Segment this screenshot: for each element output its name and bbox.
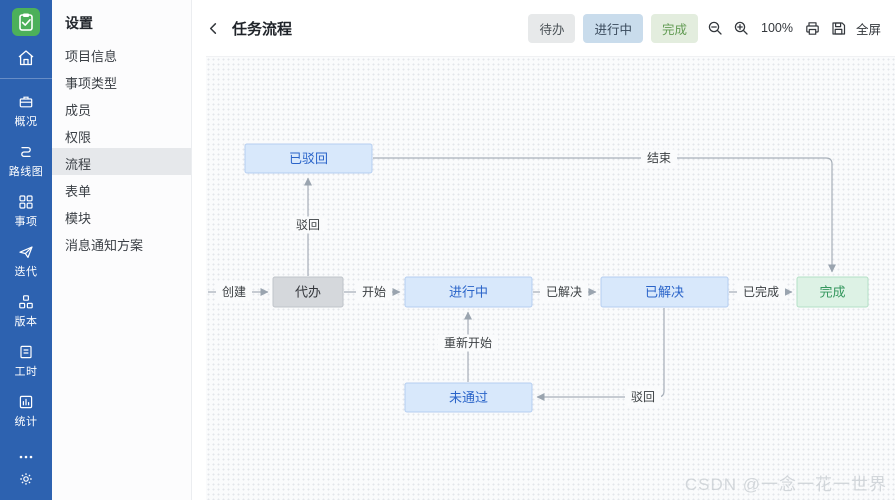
- sidebar-item-label: 统计: [14, 416, 38, 428]
- sidebar-item-label: 概况: [14, 116, 38, 128]
- menu-item-workflow[interactable]: 流程: [52, 148, 191, 175]
- hours-icon: [18, 344, 34, 360]
- flow-edge-label-end: 结束: [647, 151, 671, 165]
- flow-node-inprogress[interactable]: [404, 276, 533, 308]
- menu-item-notifications[interactable]: 消息通知方案: [65, 238, 144, 253]
- fullscreen-button[interactable]: 全屏: [855, 22, 881, 37]
- status-pills: 待办进行中完成: [528, 13, 698, 43]
- page-header: 任务流程 待办进行中完成 100%: [192, 0, 895, 56]
- main-area: 任务流程 待办进行中完成 100%: [192, 0, 895, 500]
- menu-item-members[interactable]: 成员: [65, 103, 92, 118]
- sidebar-item-label: 版本: [14, 316, 38, 328]
- page-title: 任务流程: [232, 20, 293, 38]
- flow-node-label-done: 完成: [819, 285, 845, 300]
- flow-edge-end: [373, 157, 836, 273]
- rail-items: 概况路线图事项迭代版本工时统计: [9, 79, 44, 429]
- version-icon: [18, 294, 34, 310]
- issues-icon: [18, 194, 34, 210]
- settings-menu-title: 设置: [65, 15, 93, 31]
- print-icon[interactable]: [804, 20, 821, 37]
- sidebar-item-iteration[interactable]: 迭代: [9, 244, 44, 279]
- sidebar-item-label: 迭代: [14, 266, 38, 278]
- flow-edge-label-resolve: 已解决: [546, 285, 582, 299]
- flow-edge-label-create: 创建: [222, 285, 246, 299]
- flow-node-done[interactable]: [796, 276, 869, 308]
- flow-edge-label-reject1: 驳回: [296, 218, 320, 232]
- status-pill-done[interactable]: 完成: [650, 13, 698, 43]
- flow-edge-label-complete: 已完成: [743, 284, 779, 299]
- flow-edge-label-restart: 重新开始: [444, 335, 492, 350]
- sidebar-item-label: 工时: [14, 366, 38, 378]
- sidebar-item-overview[interactable]: 概况: [9, 94, 44, 129]
- zoom-out-icon[interactable]: [707, 20, 724, 37]
- sidebar-item-hours[interactable]: 工时: [9, 344, 44, 379]
- flow-node-label-resolved: 已解决: [645, 285, 684, 300]
- settings-menu-items: 项目信息事项类型成员权限流程表单模块消息通知方案: [52, 40, 191, 256]
- flow-node-rejected[interactable]: [244, 143, 373, 174]
- sidebar-item-issues[interactable]: 事项: [9, 194, 44, 229]
- overview-icon: [18, 94, 34, 110]
- home-icon[interactable]: [16, 48, 36, 68]
- sidebar-item-label: 事项: [14, 216, 38, 228]
- flow-canvas[interactable]: 创建驳回开始已解决已完成结束重新开始驳回已驳回代办进行中已解决完成未通过 CSD…: [206, 56, 895, 500]
- flow-node-label-failed: 未通过: [449, 390, 488, 405]
- menu-item-project-info[interactable]: 项目信息: [65, 49, 118, 64]
- status-pill-todo[interactable]: 待办: [528, 13, 576, 43]
- sidebar-item-label: 路线图: [8, 166, 44, 178]
- iteration-icon: [18, 244, 34, 260]
- flow-node-failed[interactable]: [404, 382, 533, 413]
- app-logo-icon[interactable]: [12, 8, 40, 36]
- menu-item-issue-types[interactable]: 事项类型: [65, 76, 118, 91]
- menu-item-permissions[interactable]: 权限: [65, 130, 92, 145]
- menu-item-forms[interactable]: 表单: [65, 184, 92, 199]
- sidebar-item-version[interactable]: 版本: [9, 294, 44, 329]
- back-icon[interactable]: [206, 19, 224, 37]
- flow-node-label-rejected: 已驳回: [289, 151, 328, 166]
- roadmap-icon: [18, 144, 34, 160]
- more-icon[interactable]: [18, 449, 34, 470]
- flow-node-resolved[interactable]: [600, 276, 729, 308]
- settings-menu: 设置 项目信息事项类型成员权限流程表单模块消息通知方案: [52, 0, 192, 500]
- status-pill-progress[interactable]: 进行中: [583, 13, 643, 43]
- stats-icon: [18, 394, 34, 410]
- icon-rail: 概况路线图事项迭代版本工时统计: [0, 0, 52, 500]
- flow-edge-label-reject2: 驳回: [631, 390, 655, 404]
- zoom-in-icon[interactable]: [733, 20, 750, 37]
- flow-svg: 创建驳回开始已解决已完成结束重新开始驳回已驳回代办进行中已解决完成未通过: [208, 143, 869, 413]
- flow-node-label-inprogress: 进行中: [449, 285, 488, 300]
- zoom-level: 100%: [761, 21, 793, 35]
- flow-node-label-todo: 代办: [295, 285, 321, 300]
- menu-item-modules[interactable]: 模块: [65, 211, 92, 226]
- save-icon[interactable]: [830, 20, 847, 37]
- rail-divider: [0, 78, 52, 79]
- toolbar: 待办进行中完成 100%: [528, 13, 881, 43]
- flow-edge-reject2: [536, 308, 665, 401]
- flow-edge-label-start: 开始: [362, 285, 386, 299]
- sidebar-item-roadmap[interactable]: 路线图: [9, 144, 44, 179]
- gear-icon[interactable]: [18, 471, 34, 492]
- flow-node-todo[interactable]: [272, 276, 344, 308]
- sidebar-item-stats[interactable]: 统计: [9, 394, 44, 429]
